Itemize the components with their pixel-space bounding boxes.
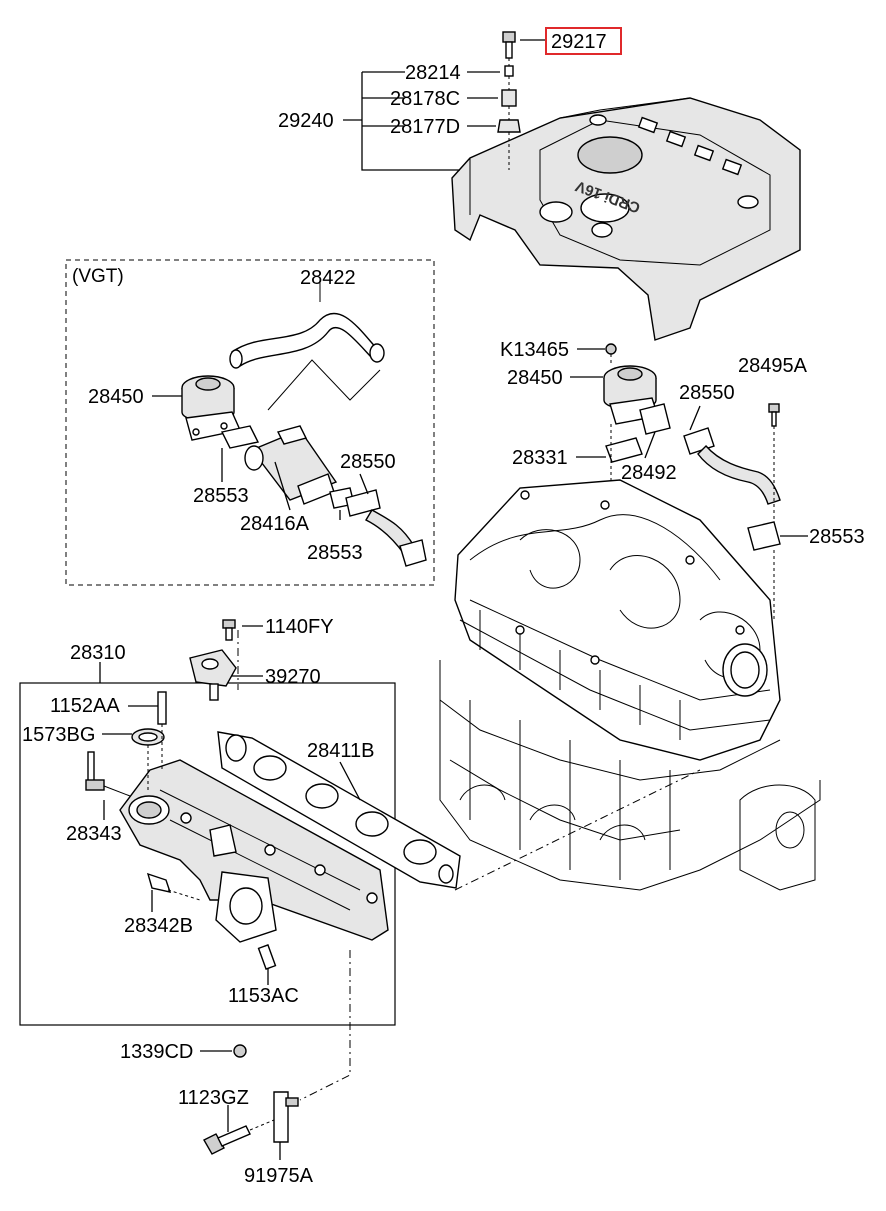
- manifold-gasket-28411B: [217, 731, 461, 889]
- bracket-91975A: [273, 1091, 299, 1143]
- label-28343[interactable]: 28343: [66, 823, 122, 845]
- label-28550-vgt[interactable]: 28550: [340, 451, 396, 473]
- label-28178C[interactable]: 28178C: [390, 88, 460, 110]
- engine-cover: CRDi 16V: [451, 97, 801, 341]
- label-29240[interactable]: 29240: [278, 110, 334, 132]
- vgt-group-label: (VGT): [72, 266, 124, 287]
- label-39270[interactable]: 39270: [265, 666, 321, 688]
- part-29217-highlight: [545, 27, 622, 55]
- label-28495A[interactable]: 28495A: [738, 355, 808, 377]
- stud-1152AA: [157, 691, 167, 725]
- label-1123GZ[interactable]: 1123GZ: [178, 1087, 249, 1109]
- label-28411B[interactable]: 28411B: [307, 740, 374, 762]
- cover-bushing-28178C: [501, 89, 517, 107]
- label-91975A[interactable]: 91975A: [244, 1165, 314, 1187]
- label-1153AC[interactable]: 1153AC: [228, 985, 299, 1007]
- label-28553-vgt-b[interactable]: 28553: [307, 542, 363, 564]
- label-28177D[interactable]: 28177D: [390, 116, 460, 138]
- label-28450[interactable]: 28450: [507, 367, 563, 389]
- engine-block: [439, 479, 821, 891]
- cover-spacer-28214: [504, 65, 514, 77]
- bolt-28495A: [768, 403, 780, 427]
- label-K13465[interactable]: K13465: [500, 339, 569, 361]
- label-28450-vgt[interactable]: 28450: [88, 386, 144, 408]
- sensor-28343: [85, 751, 131, 797]
- egr-pipe-28550: [683, 427, 781, 505]
- label-1152AA[interactable]: 1152AA: [50, 695, 120, 717]
- bolt-1140FY: [222, 619, 236, 641]
- label-28492[interactable]: 28492: [621, 462, 677, 484]
- bolt-1123GZ: [203, 1125, 251, 1155]
- gasket-28492: [639, 403, 671, 435]
- label-28342B[interactable]: 28342B: [124, 915, 193, 937]
- nut-1339CD: [233, 1044, 247, 1058]
- vgt-gasket-28553-a: [220, 425, 260, 449]
- stud-1153AC: [257, 944, 277, 970]
- label-28214[interactable]: 28214: [405, 62, 461, 84]
- label-1573BG[interactable]: 1573BG: [22, 724, 95, 746]
- gasket-1573BG: [131, 728, 165, 746]
- nut-K13465: [605, 343, 617, 355]
- sensor-39270: [189, 649, 237, 701]
- label-1140FY[interactable]: 1140FY: [265, 616, 334, 638]
- exhaust-manifold: [119, 759, 389, 943]
- vgt-group-box: [65, 259, 435, 586]
- cover-bolt-29217: [502, 31, 516, 59]
- cover-grommet-28177D: [497, 119, 521, 133]
- label-29217[interactable]: 29217: [551, 31, 607, 53]
- egr-hose-28422: [231, 312, 379, 367]
- label-28310[interactable]: 28310: [70, 642, 126, 664]
- label-28553-vgt-a[interactable]: 28553: [193, 485, 249, 507]
- egr-cooler-28416A: [244, 425, 338, 505]
- label-28550[interactable]: 28550: [679, 382, 735, 404]
- label-28553[interactable]: 28553: [809, 526, 865, 548]
- label-1339CD[interactable]: 1339CD: [120, 1041, 193, 1063]
- stud-28342B: [146, 872, 172, 893]
- vgt-egr-valve-28450: [181, 375, 241, 441]
- label-28416A[interactable]: 28416A: [240, 513, 310, 535]
- label-28331[interactable]: 28331: [512, 447, 568, 469]
- gasket-28331: [605, 437, 643, 463]
- label-28422[interactable]: 28422: [300, 267, 356, 289]
- vgt-egr-pipe-28550: [345, 489, 427, 567]
- gasket-28553: [747, 521, 781, 551]
